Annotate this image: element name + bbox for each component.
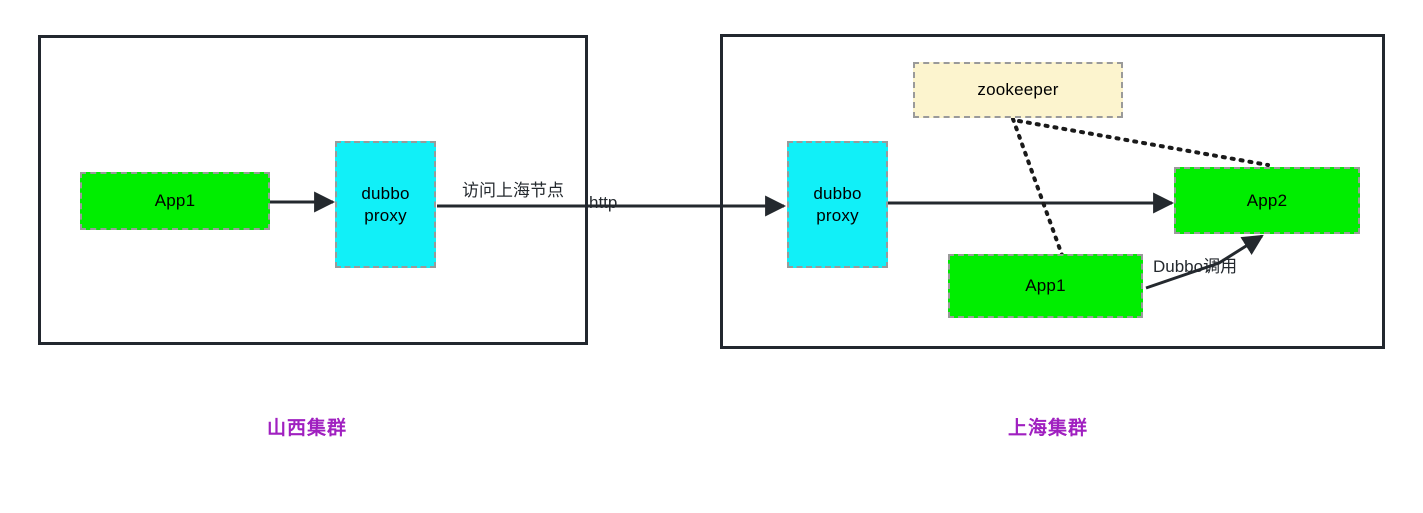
node-shanghai-dubbo-proxy[interactable]: dubbo proxy xyxy=(787,141,888,268)
node-zookeeper[interactable]: zookeeper xyxy=(913,62,1123,118)
cluster-box-shanxi xyxy=(38,35,588,345)
cluster-caption-shanxi: 山西集群 xyxy=(266,418,348,439)
node-shanxi-dubbo-proxy-label-line1: dubbo xyxy=(361,184,410,204)
node-shanghai-dubbo-proxy-label-line1: dubbo xyxy=(813,184,862,204)
cluster-caption-shanghai: 上海集群 xyxy=(1007,418,1089,439)
node-shanxi-app1[interactable]: App1 xyxy=(80,172,270,230)
node-shanghai-app2[interactable]: App2 xyxy=(1174,167,1360,234)
node-shanghai-dubbo-proxy-label-line2: proxy xyxy=(816,205,859,225)
edge-label-http: http xyxy=(589,193,618,212)
edge-label-dubbo-invoke: Dubbo调用 xyxy=(1153,257,1238,276)
node-shanghai-app1-label: App1 xyxy=(1025,276,1066,296)
node-zookeeper-label: zookeeper xyxy=(977,80,1059,100)
node-shanghai-app1[interactable]: App1 xyxy=(948,254,1143,318)
cluster-box-shanghai xyxy=(720,34,1385,349)
node-shanxi-dubbo-proxy[interactable]: dubbo proxy xyxy=(335,141,436,268)
node-shanxi-app1-label: App1 xyxy=(154,191,196,211)
edge-label-access-shanghai-node: 访问上海节点 xyxy=(462,181,564,200)
node-shanxi-dubbo-proxy-label-line2: proxy xyxy=(364,205,407,225)
node-shanghai-app2-label: App2 xyxy=(1246,190,1288,210)
